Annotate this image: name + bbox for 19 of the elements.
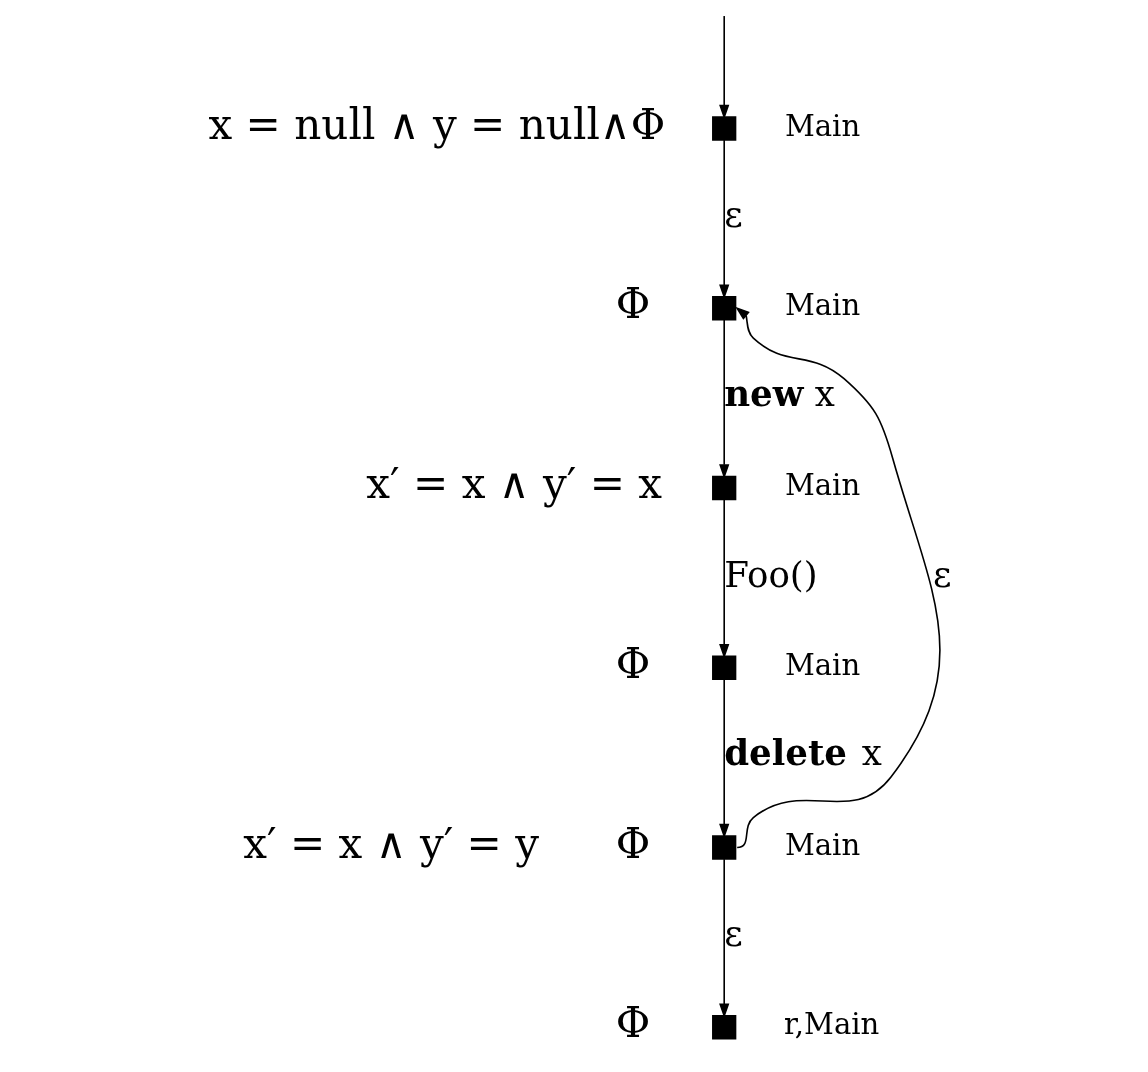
node-label: x′ = x ∧ y′ = y <box>243 818 540 868</box>
edge-label: ε <box>724 913 743 955</box>
node-label: Φ <box>615 998 651 1048</box>
edge-label: ε <box>933 553 952 595</box>
node-label: Φ <box>615 638 651 688</box>
node-label: Main <box>784 288 861 323</box>
node-label: Φ <box>615 279 651 329</box>
edge-label: delete x <box>724 732 882 774</box>
node-label: r,Main <box>784 1007 880 1042</box>
node-label: x = null ∧ y = null∧Φ <box>208 99 666 149</box>
edge-label: new x <box>724 372 835 414</box>
edge-label: Foo() <box>724 553 818 595</box>
node-label: Main <box>784 108 861 143</box>
node-label: Main <box>784 647 861 682</box>
node-label: Φ <box>615 818 651 868</box>
node-label: Main <box>784 827 861 862</box>
node-label: Main <box>784 468 861 503</box>
edge-label: ε <box>724 194 743 236</box>
node-label: x′ = x ∧ y′ = x <box>366 459 663 509</box>
